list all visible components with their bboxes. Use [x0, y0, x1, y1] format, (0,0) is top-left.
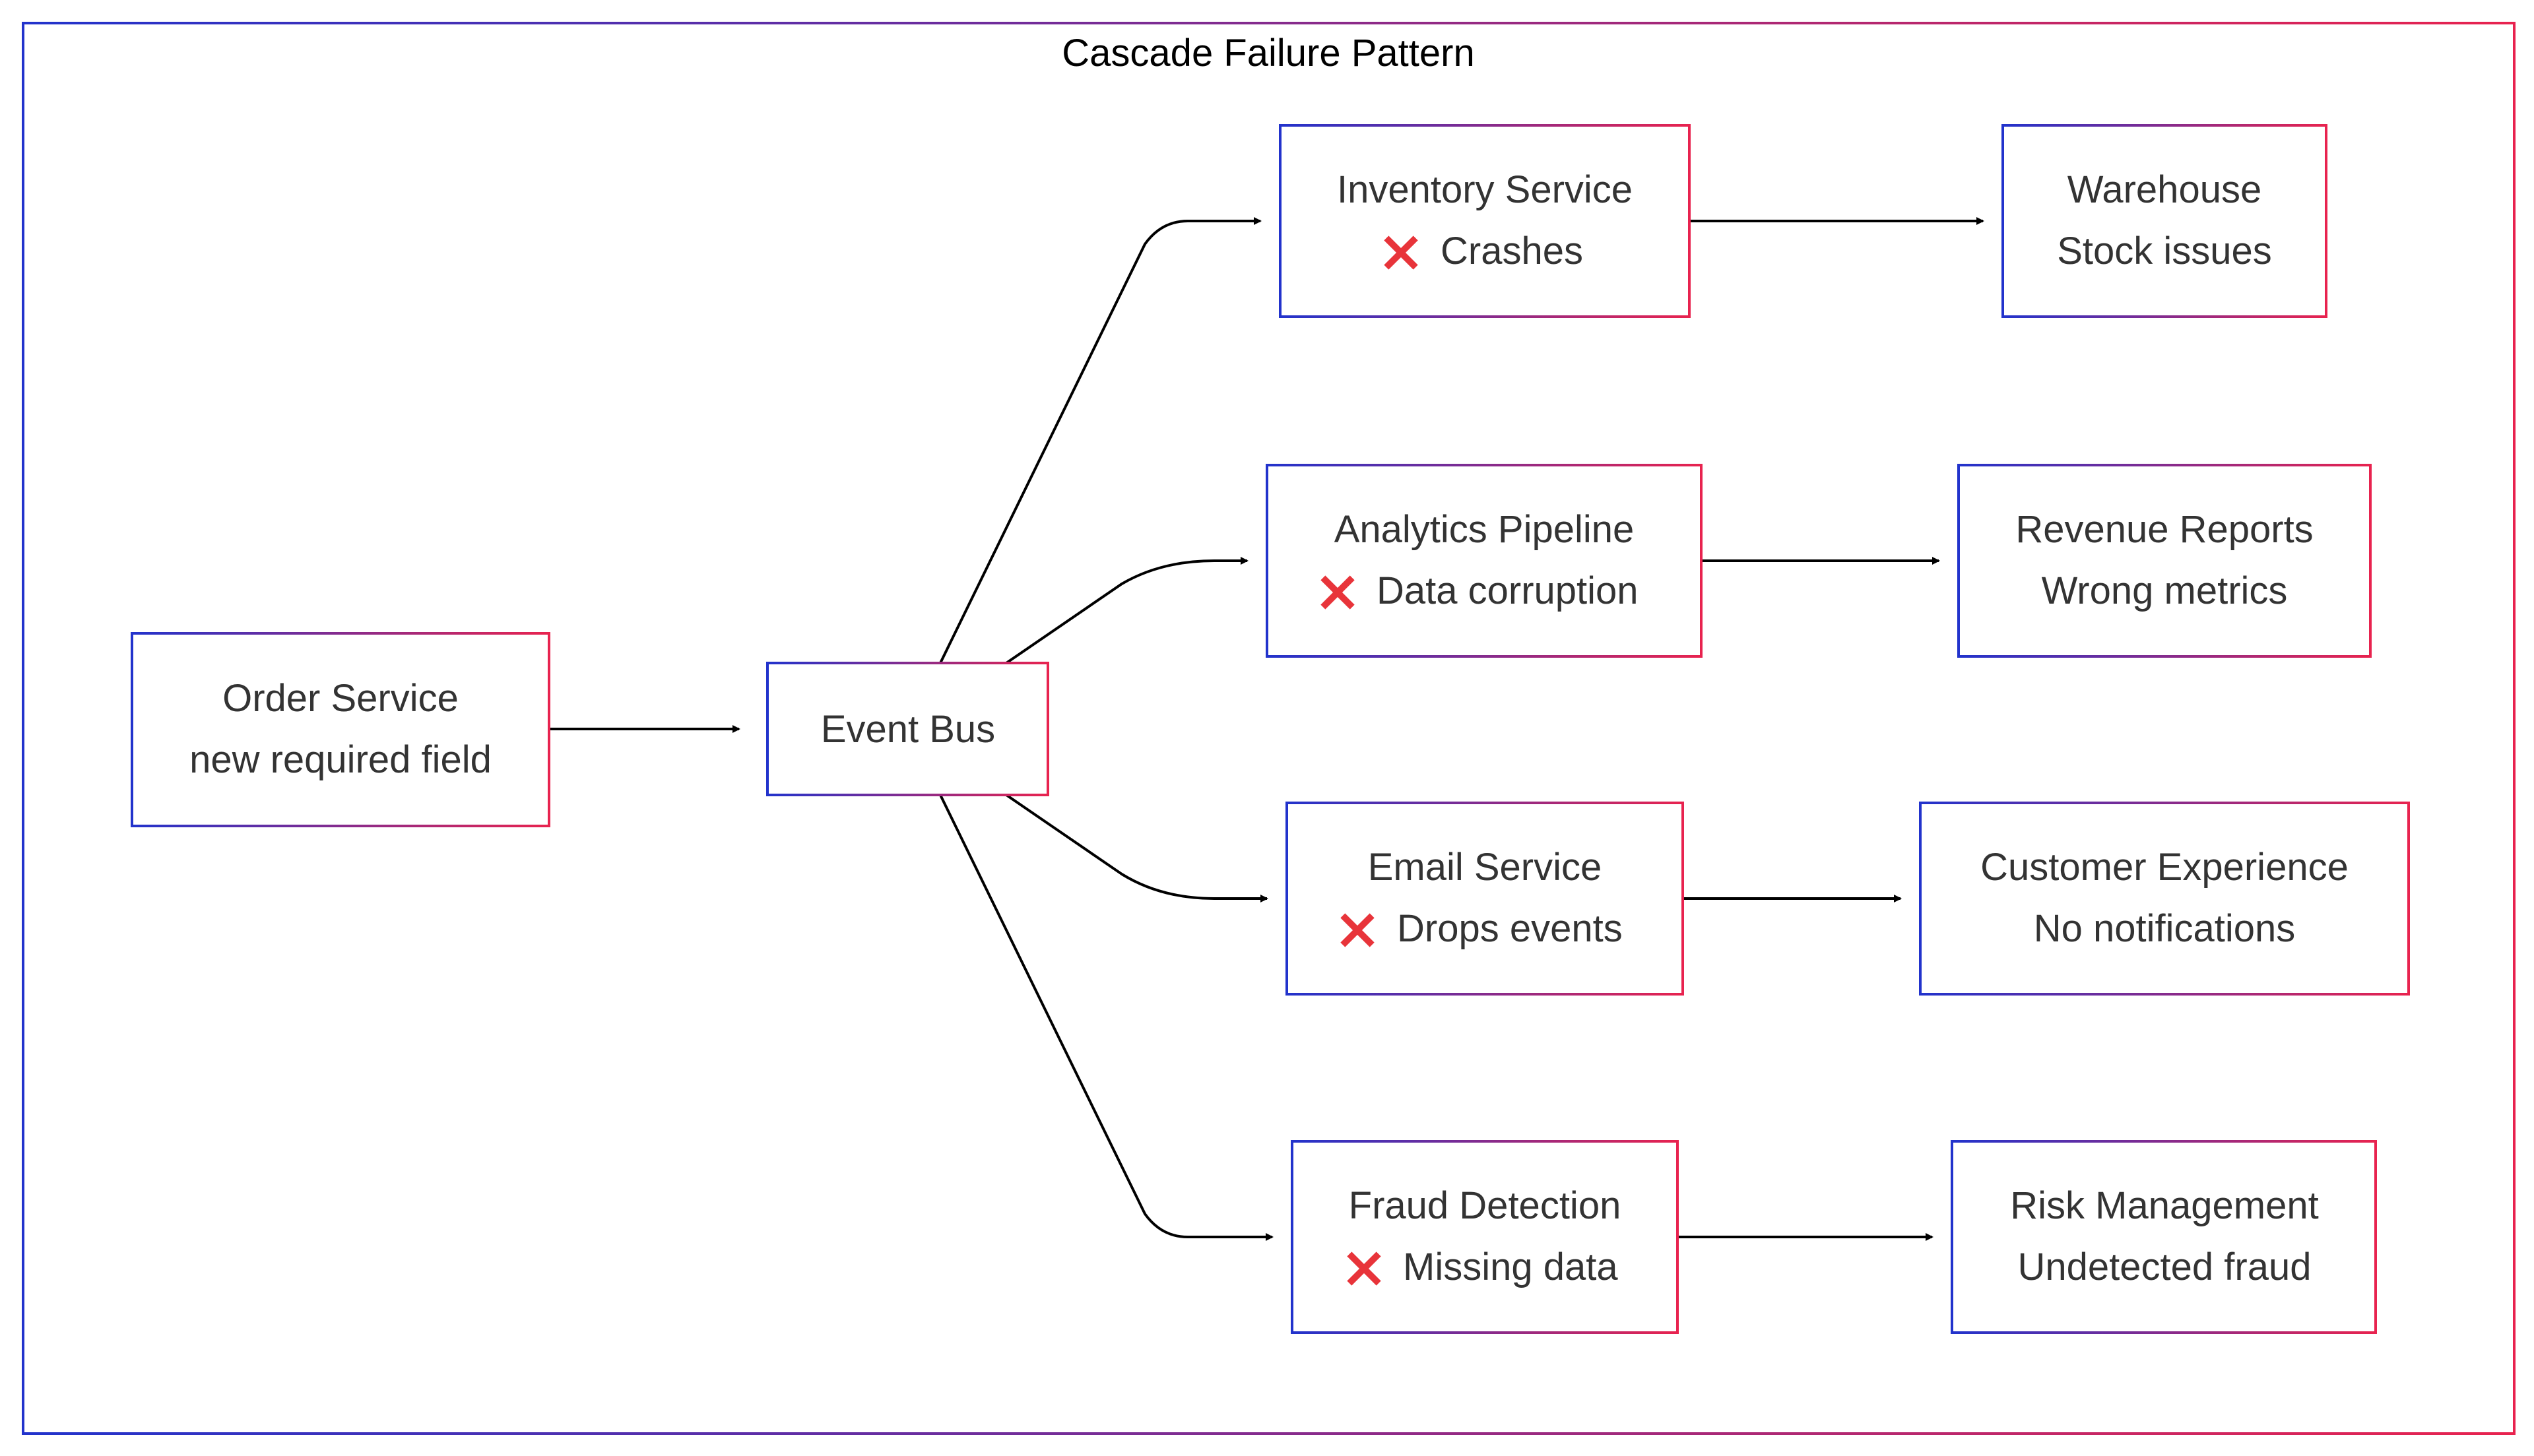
edges [549, 217, 1984, 1241]
node-analytics-pipeline-status: Data corruption [1377, 569, 1639, 612]
node-inventory-service[interactable]: Inventory Service Crashes [1279, 124, 1691, 318]
node-warehouse[interactable]: Warehouse Stock issues [2001, 124, 2327, 318]
node-customer-experience-title: Customer Experience [1980, 846, 2349, 889]
node-fraud-detection[interactable]: Fraud Detection Missing data [1291, 1140, 1679, 1334]
cluster-title: Cascade Failure Pattern [1062, 32, 1474, 75]
edge-eventbus-to-analytics [1005, 557, 1249, 664]
node-inventory-service-title: Inventory Service [1337, 168, 1633, 211]
edge-eventbus-to-fraud [939, 794, 1274, 1241]
node-revenue-reports-title: Revenue Reports [2015, 508, 2313, 551]
node-revenue-reports[interactable]: Revenue Reports Wrong metrics [1957, 464, 2372, 658]
node-analytics-pipeline[interactable]: Analytics Pipeline Data corruption [1266, 464, 1703, 658]
node-email-service-title: Email Service [1368, 846, 1602, 889]
edge-eventbus-to-email [1005, 794, 1268, 902]
node-analytics-pipeline-title: Analytics Pipeline [1334, 508, 1635, 551]
node-risk-management[interactable]: Risk Management Undetected fraud [1951, 1140, 2377, 1334]
node-email-service[interactable]: Email Service Drops events [1285, 802, 1684, 996]
node-fraud-detection-title: Fraud Detection [1349, 1184, 1621, 1227]
node-event-bus[interactable]: Event Bus [766, 662, 1049, 796]
node-revenue-reports-impact: Wrong metrics [2042, 569, 2288, 612]
node-risk-management-impact: Undetected fraud [2018, 1246, 2312, 1288]
node-risk-management-title: Risk Management [2010, 1184, 2318, 1227]
node-inventory-service-status: Crashes [1441, 230, 1583, 272]
node-warehouse-impact: Stock issues [2057, 230, 2272, 272]
node-order-service[interactable]: Order Service new required field [131, 632, 550, 827]
node-customer-experience[interactable]: Customer Experience No notifications [1919, 802, 2410, 996]
node-event-bus-label: Event Bus [821, 708, 995, 751]
node-fraud-detection-status: Missing data [1403, 1246, 1618, 1288]
cluster-frame [22, 22, 2516, 1435]
node-order-service-title: Order Service [222, 677, 459, 720]
edge-eventbus-to-inventory [939, 217, 1262, 664]
node-customer-experience-impact: No notifications [2034, 907, 2296, 950]
node-email-service-status: Drops events [1397, 907, 1623, 950]
node-warehouse-title: Warehouse [2067, 168, 2261, 211]
node-order-service-subtitle: new required field [189, 738, 492, 781]
